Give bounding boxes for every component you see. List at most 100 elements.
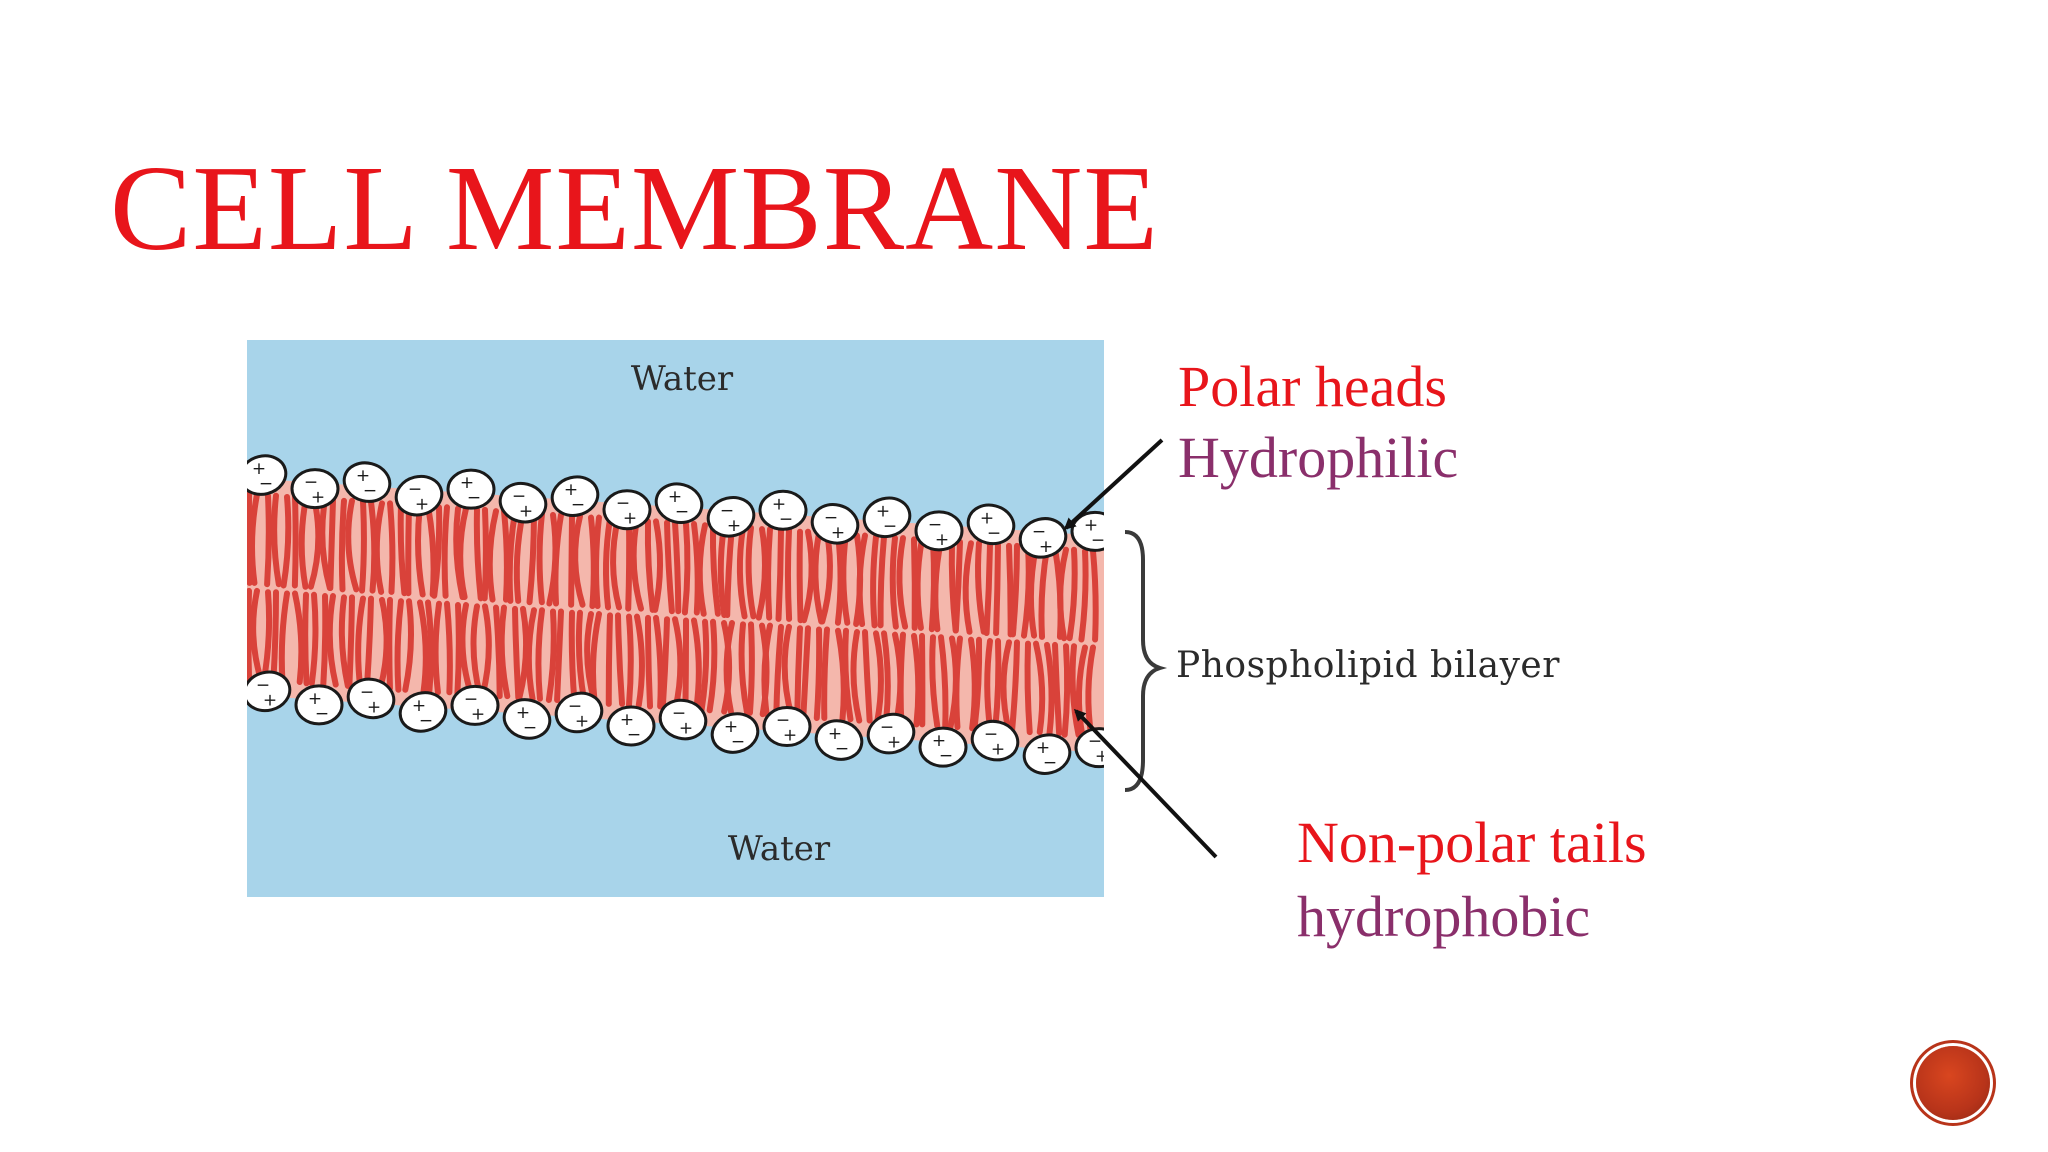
bilayer-brace xyxy=(1124,530,1168,792)
lipid-tail xyxy=(1033,640,1046,736)
polar-head: −+ xyxy=(290,468,340,510)
lipid-tail xyxy=(914,536,925,631)
lipid-tail xyxy=(345,497,360,593)
lipid-tail xyxy=(765,526,773,621)
lipid-tail xyxy=(479,603,492,698)
lipid-tail xyxy=(842,627,854,723)
lipid-tail xyxy=(402,598,414,693)
lipid-tail xyxy=(605,612,613,707)
polar-head: −+ xyxy=(602,489,652,531)
svg-text:+: + xyxy=(679,719,693,739)
svg-text:−: − xyxy=(315,704,329,724)
svg-text:−: − xyxy=(987,523,1001,543)
lipid-tail xyxy=(441,504,450,599)
lipid-tail xyxy=(784,527,793,622)
svg-text:−: − xyxy=(1043,753,1057,773)
lipid-tail xyxy=(625,517,633,612)
svg-text:+: + xyxy=(311,488,325,508)
membrane-svg: +−−++−−++−−++−−++−−++−−++−−++−−++−−++−−+… xyxy=(247,340,1104,897)
lipid-tail xyxy=(761,622,773,718)
svg-text:−: − xyxy=(776,711,790,731)
svg-text:+: + xyxy=(727,516,741,536)
svg-text:−: − xyxy=(568,696,582,716)
lipid-tail xyxy=(877,533,887,629)
lipid-tail xyxy=(897,631,906,727)
svg-text:+: + xyxy=(876,501,890,521)
lipid-tail xyxy=(812,529,825,625)
lipid-tail xyxy=(270,589,279,684)
lipid-tail xyxy=(736,524,748,620)
lipid-tail xyxy=(535,607,545,702)
svg-text:−: − xyxy=(259,474,273,494)
circle-button-icon[interactable] xyxy=(1916,1046,1990,1120)
nonpolar-tails-label: Non-polar tails xyxy=(1297,810,1647,875)
lipid-tail xyxy=(850,629,863,724)
lipid-tail xyxy=(397,501,408,597)
lipid-tail xyxy=(717,523,728,619)
svg-text:+: + xyxy=(1039,537,1053,557)
lipid-tail xyxy=(984,638,994,733)
lipid-tail xyxy=(971,636,983,732)
lipid-tail xyxy=(454,602,462,697)
lipid-tail xyxy=(405,501,412,597)
lipid-tail xyxy=(545,608,557,703)
lipid-tail xyxy=(992,638,1002,733)
lipid-tail xyxy=(723,620,735,715)
lipid-tail xyxy=(755,526,768,621)
lipid-tail xyxy=(394,598,404,693)
polar-head: −+ xyxy=(970,719,1020,762)
polar-head: +− xyxy=(502,698,552,740)
polar-head: +− xyxy=(398,691,448,733)
lipid-tail xyxy=(659,616,670,711)
lipid-tail xyxy=(459,602,474,697)
lipid-tail xyxy=(1009,639,1020,734)
lipid-tail xyxy=(794,625,803,720)
lipid-tail xyxy=(554,608,564,703)
lipid-tail xyxy=(327,496,336,592)
polar-head: +− xyxy=(758,489,808,531)
lipid-tail xyxy=(271,492,282,588)
svg-text:−: − xyxy=(984,725,998,745)
lipid-tail xyxy=(993,541,1001,637)
hydrophilic-label: Hydrophilic xyxy=(1178,425,1459,490)
svg-text:−: − xyxy=(419,711,433,731)
lipid-tail xyxy=(745,524,757,620)
lipid-tail xyxy=(615,612,626,707)
svg-text:+: + xyxy=(1095,747,1104,767)
lipid-tail xyxy=(425,599,435,694)
lipid-tail xyxy=(856,532,868,628)
svg-text:+: + xyxy=(724,717,738,737)
svg-text:−: − xyxy=(731,732,745,752)
lipid-tail xyxy=(302,591,310,687)
polar-head: −+ xyxy=(810,503,860,545)
lipid-tail xyxy=(417,599,429,694)
lipid-tail xyxy=(552,511,564,607)
svg-text:+: + xyxy=(991,740,1005,760)
lipid-tail xyxy=(873,630,884,725)
lipid-tail xyxy=(983,541,993,637)
lipid-tail xyxy=(506,509,518,604)
svg-text:+: + xyxy=(460,473,474,493)
svg-text:−: − xyxy=(464,689,478,709)
lipid-tail xyxy=(738,621,751,716)
svg-text:−: − xyxy=(1032,522,1046,542)
hydrophobic-label: hydrophobic xyxy=(1297,884,1591,949)
svg-text:+: + xyxy=(412,696,426,716)
svg-text:+: + xyxy=(620,710,634,730)
polar-head: +− xyxy=(654,482,704,524)
svg-text:−: − xyxy=(939,746,953,766)
water-bottom-label: Water xyxy=(728,829,831,869)
lipid-tail xyxy=(525,607,537,702)
lipid-tail xyxy=(386,596,393,692)
water-top-label: Water xyxy=(631,359,734,399)
lipid-tail xyxy=(493,604,503,700)
lipid-tail xyxy=(308,591,319,687)
polar-head: −+ xyxy=(498,481,548,524)
svg-text:−: − xyxy=(304,473,318,493)
polar-head: +− xyxy=(342,461,392,503)
lipid-tail xyxy=(278,590,290,685)
svg-text:+: + xyxy=(828,724,842,744)
lipid-tail xyxy=(526,510,537,606)
lipid-tail xyxy=(796,528,804,624)
